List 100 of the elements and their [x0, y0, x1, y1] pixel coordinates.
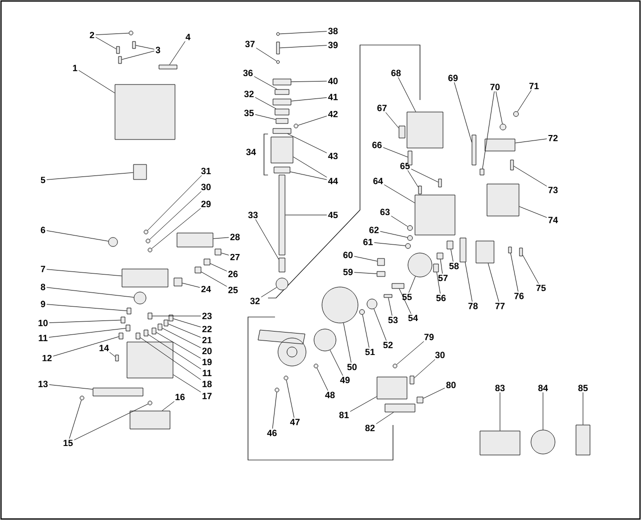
leader-line [287, 134, 328, 154]
leader-line [254, 76, 278, 90]
part-drawing [146, 238, 150, 244]
leader-line [399, 288, 412, 314]
part-drawing [144, 330, 148, 336]
callout-number: 85 [578, 384, 588, 392]
callout-number: 4 [186, 34, 190, 40]
leader-line [330, 350, 344, 376]
leader-line [298, 116, 328, 126]
leader-line [46, 304, 127, 312]
leader-line [254, 114, 276, 120]
callout-number: 48 [325, 392, 335, 398]
callout-number: 10 [38, 320, 48, 326]
part-drawing [276, 60, 280, 64]
leader-line [149, 191, 202, 240]
callout-number: 58 [449, 262, 459, 270]
callout-number: 55 [402, 294, 412, 300]
part-drawing [270, 136, 294, 164]
leader-line [454, 82, 472, 143]
callout-number: 11 [202, 370, 212, 376]
callout-number: 34 [246, 148, 256, 156]
callout-number: 70 [490, 84, 500, 90]
callout-number: 33 [248, 212, 258, 218]
leader-line [510, 253, 518, 292]
part-drawing [272, 98, 292, 106]
callout-number: 44 [328, 178, 338, 184]
callout-number: 53 [388, 316, 398, 324]
part-drawing [115, 354, 119, 362]
callout-number: 17 [202, 392, 212, 400]
callout-number: 36 [243, 70, 253, 76]
leader-line [260, 287, 277, 298]
part-drawing [204, 258, 210, 266]
part-drawing [108, 237, 118, 247]
callout-number: 39 [328, 42, 338, 48]
callout-number: 54 [408, 314, 418, 322]
part-drawing [148, 400, 152, 406]
leader-line [517, 90, 532, 112]
part-drawing [80, 396, 84, 400]
leader-line [272, 392, 277, 429]
leader-line [436, 272, 441, 294]
part-drawing [114, 84, 176, 140]
leader-line [514, 166, 548, 186]
callout-number: 42 [328, 110, 338, 118]
leader-line [440, 259, 443, 274]
callout-number: 71 [529, 82, 539, 90]
leader-line [256, 48, 277, 62]
leader-line [46, 230, 109, 242]
leader-line [74, 404, 148, 440]
leader-line [291, 80, 328, 82]
leader-line [388, 298, 392, 316]
part-drawing [126, 342, 174, 378]
callout-number: 14 [100, 344, 109, 352]
leader-line [374, 242, 406, 246]
callout-number: 25 [228, 286, 238, 294]
leader-line [182, 282, 200, 288]
callout-number: 11 [38, 334, 48, 342]
callout-number: 12 [42, 354, 52, 362]
callout-number: 30 [201, 184, 211, 190]
leader-line [169, 41, 186, 65]
leader-line [380, 231, 408, 238]
part-drawing [194, 266, 202, 274]
leader-line [213, 237, 230, 239]
callout-number: 49 [340, 376, 350, 384]
callout-number: 79 [424, 334, 434, 340]
leader-line [382, 147, 408, 158]
part-drawing [359, 309, 365, 315]
part-drawing [126, 324, 130, 332]
part-drawing [128, 30, 134, 36]
part-drawing [132, 41, 136, 49]
callout-number: 56 [436, 294, 446, 302]
callout-number: 26 [228, 270, 238, 278]
part-drawing [144, 230, 148, 234]
leader-line [140, 337, 202, 380]
callout-number: 64 [373, 178, 383, 184]
leader-line [285, 214, 328, 216]
part-drawing [176, 232, 214, 248]
part-drawing [272, 78, 292, 86]
callout-number: 19 [202, 358, 212, 366]
callout-number: 61 [363, 238, 373, 246]
part-drawing [118, 56, 122, 64]
part-drawing [133, 164, 147, 180]
leader-line [482, 91, 495, 169]
callout-number: 32 [250, 298, 260, 304]
part-drawing [274, 89, 290, 95]
callout-number: 18 [202, 380, 212, 388]
callout-number: 68 [391, 70, 401, 76]
leader-line [173, 318, 202, 328]
callout-number: 41 [328, 94, 338, 100]
leader-line [48, 320, 121, 324]
part-drawing [486, 184, 520, 216]
callout-number: 32 [244, 90, 254, 98]
part-drawing [530, 430, 556, 454]
callout-number: 21 [202, 336, 212, 344]
leader-line [385, 112, 399, 128]
part-drawing [120, 316, 126, 324]
callout-number: 31 [201, 168, 211, 174]
part-drawing [480, 430, 520, 456]
leader-line [582, 392, 584, 425]
callout-number: 35 [244, 110, 254, 116]
callout-number: 66 [372, 142, 382, 148]
